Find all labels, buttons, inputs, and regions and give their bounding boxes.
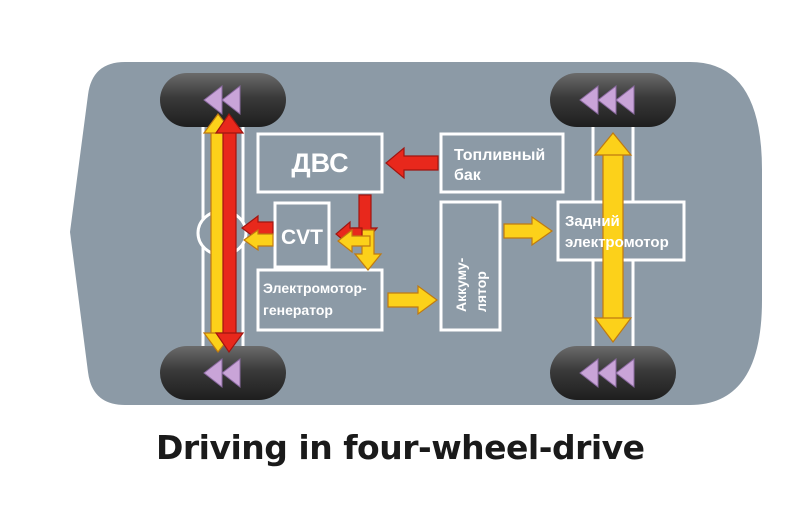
engine-box [256,132,384,194]
wheel-front-right [160,346,286,400]
fuel-tank-label-line1: Топливный [454,147,545,164]
motor-generator-label-line1: Электромотор- [263,280,367,296]
engine-label: ДВС [291,148,348,178]
motor-generator-label-line2: генератор [263,302,333,318]
cvt-box [273,201,331,269]
fuel-to-engine-arrow [385,146,439,180]
motor-generator-to-battery-arrow [387,284,439,316]
rear-motor-label-line2: электромотор [565,234,669,251]
battery-box [439,200,502,332]
fuel-tank-label-line2: бак [454,167,482,184]
motor-to-cvt-arrow [337,228,371,254]
fuel-tank-box [439,132,565,194]
front-axle-engine-arrow [214,112,245,354]
battery-label-line2: лятор [473,271,489,312]
motor-generator-box [256,268,384,332]
wheel-rear-left [550,73,676,127]
diagram-caption: Driving in four-wheel-drive [156,428,645,467]
wheel-rear-right [550,346,676,400]
wheel-front-left [160,73,286,127]
rear-axle-electric-arrow [593,132,633,343]
battery-to-rear-motor-arrow [503,215,554,247]
engine-to-motor-generator-arrow [353,229,383,271]
cvt-to-front-axle-arrow-yellow [242,228,274,252]
rear-motor-label-line1: Задний [565,213,620,230]
battery-label-line1: Аккуму- [453,257,469,312]
cvt-label: CVT [281,226,323,249]
